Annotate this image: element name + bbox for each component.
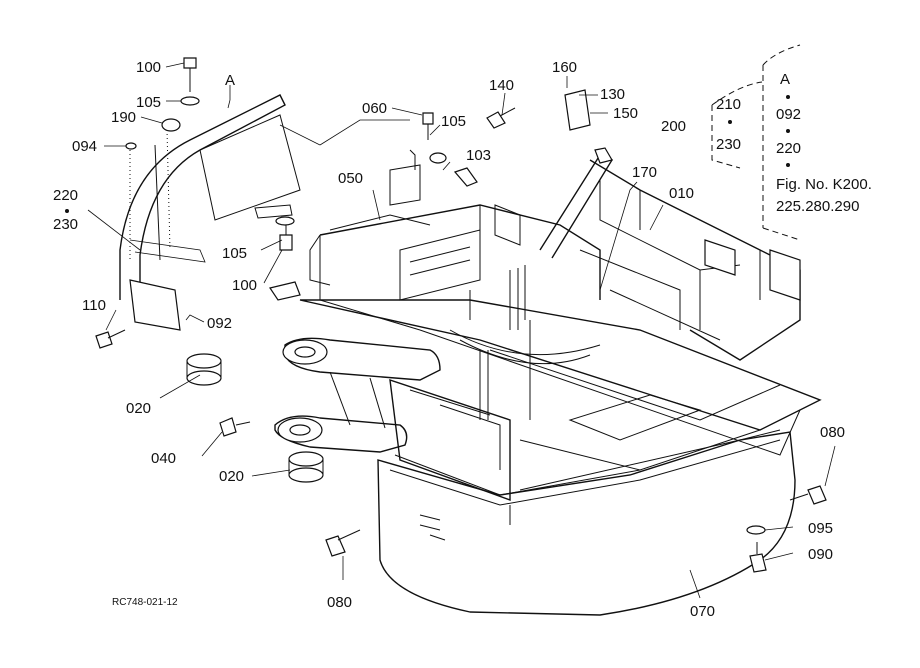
- callout-020-top: 020: [126, 400, 151, 417]
- fig-ref-line2: 225.280.290: [776, 198, 859, 215]
- group-b-dot-1: [786, 95, 790, 99]
- callout-103: 103: [466, 147, 491, 164]
- callout-105-right: 105: [441, 113, 466, 130]
- callout-190: 190: [111, 109, 136, 126]
- callout-150: 150: [613, 105, 638, 122]
- callout-080-right: 080: [820, 424, 845, 441]
- callout-010: 010: [669, 185, 694, 202]
- drawing-code: RC748-021-12: [112, 597, 178, 608]
- callout-050: 050: [338, 170, 363, 187]
- callout-080-left: 080: [327, 594, 352, 611]
- group-a-210: 210: [716, 96, 741, 113]
- callout-092: 092: [207, 315, 232, 332]
- group-b-220: 220: [776, 140, 801, 157]
- swing-bracket: [274, 337, 441, 453]
- callout-060: 060: [362, 100, 387, 117]
- callout-094: 094: [72, 138, 97, 155]
- callout-110: 110: [82, 297, 106, 314]
- group-b-092: 092: [776, 106, 801, 123]
- leader-lines: [87, 62, 836, 599]
- left-cover: [119, 94, 301, 331]
- callout-040: 040: [151, 450, 176, 467]
- group-a-dot: [728, 120, 732, 124]
- group-b-dot-2: [786, 129, 790, 133]
- callout-020-bottom: 020: [219, 468, 244, 485]
- callout-170: 170: [632, 164, 657, 181]
- label-200: 200: [661, 118, 686, 135]
- group-b-a: A: [780, 71, 790, 88]
- right-panel: [711, 44, 801, 241]
- left-stack-220: 220: [53, 187, 78, 204]
- group-b-dot-3: [786, 163, 790, 167]
- fig-ref-line1: Fig. No. K200.: [776, 176, 872, 193]
- callout-105-mid: 105: [222, 245, 247, 262]
- counterweight: [377, 431, 796, 616]
- callout-095: 095: [808, 520, 833, 537]
- callout-labels: 100 105 190 094 110 092 A 105 100 060 10…: [53, 59, 872, 620]
- callout-105-top: 105: [136, 94, 161, 111]
- group-a-230: 230: [716, 136, 741, 153]
- callout-140: 140: [489, 77, 514, 94]
- callout-100-mid: 100: [232, 277, 257, 294]
- callout-070: 070: [690, 603, 715, 620]
- fasteners: [95, 57, 827, 573]
- callout-090: 090: [808, 546, 833, 563]
- left-stack-230: 230: [53, 216, 78, 233]
- callout-160: 160: [552, 59, 577, 76]
- left-stack-dot: [65, 209, 69, 213]
- callout-a: A: [225, 72, 235, 89]
- callout-100-top: 100: [136, 59, 161, 76]
- callout-130: 130: [600, 86, 625, 103]
